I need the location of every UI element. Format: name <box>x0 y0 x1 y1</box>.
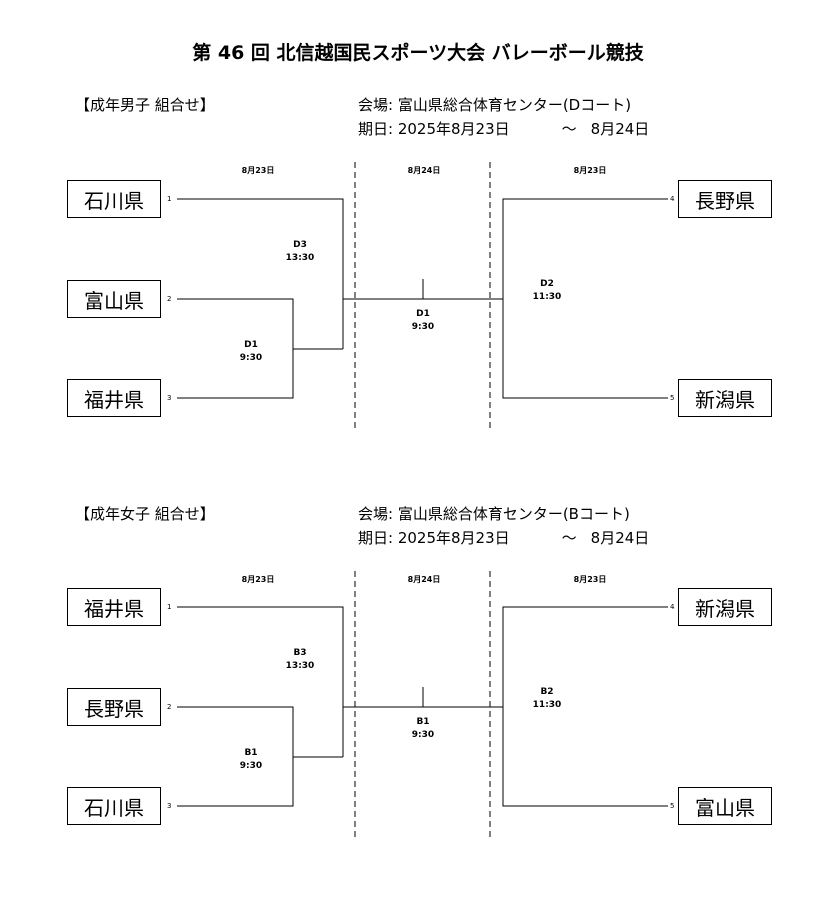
period-end: 8月24日 <box>590 529 650 547</box>
page-title: 第 46 回 北信越国民スポーツ大会 バレーボール競技 <box>192 42 644 64</box>
period-label: 期日: 2025年8月23日 〜 8月24日 <box>358 527 649 548</box>
match-label-first: D1 9:30 <box>231 339 271 365</box>
category-label: 【成年女子 組合せ】 <box>75 505 215 523</box>
bracket-line-team1 <box>177 198 344 349</box>
match-code: B3 <box>293 648 307 658</box>
seed-number: 3 <box>167 802 172 810</box>
period-label: 期日: 2025年8月23日 〜 8月24日 <box>358 118 649 139</box>
match-label-final: D1 9:30 <box>403 308 443 334</box>
bracket-section-women: 【成年女子 組合せ】 会場: 富山県総合体育センター(Bコート) 期日: 202… <box>0 503 836 903</box>
seed-number: 1 <box>167 603 172 611</box>
team-box-4: 長野県 <box>678 180 772 218</box>
seed-number: 4 <box>670 195 675 203</box>
match-label-first: B1 9:30 <box>231 747 271 773</box>
match-code: D3 <box>293 240 307 250</box>
match-label-right: D2 11:30 <box>527 278 567 304</box>
period-end: 8月24日 <box>590 120 650 138</box>
seed-number: 4 <box>670 603 675 611</box>
period-separator: 〜 <box>561 120 577 138</box>
team-box-2: 長野県 <box>67 688 161 726</box>
match-label-semi: D3 13:30 <box>280 239 320 265</box>
bracket-lines <box>177 162 668 432</box>
match-time: 13:30 <box>285 253 315 263</box>
seed-number: 2 <box>167 295 172 303</box>
match-time: 9:30 <box>239 353 263 363</box>
match-label-semi: B3 13:30 <box>280 647 320 673</box>
period-separator: 〜 <box>561 529 577 547</box>
match-code: D2 <box>540 279 554 289</box>
team-box-1: 石川県 <box>67 180 161 218</box>
period-start: 期日: 2025年8月23日 <box>358 529 510 547</box>
seed-number: 5 <box>670 394 675 402</box>
category-label: 【成年男子 組合せ】 <box>75 96 215 114</box>
team-box-5: 新潟県 <box>678 379 772 417</box>
period-start: 期日: 2025年8月23日 <box>358 120 510 138</box>
match-time: 9:30 <box>411 322 435 332</box>
date-header-center: 8月24日 <box>407 166 441 175</box>
match-label-right: B2 11:30 <box>527 686 567 712</box>
team-box-2: 富山県 <box>67 280 161 318</box>
match-time: 9:30 <box>411 730 435 740</box>
team-box-5: 富山県 <box>678 787 772 825</box>
bracket-line-team1 <box>177 606 344 757</box>
match-time: 13:30 <box>285 661 315 671</box>
date-header-left: 8月23日 <box>241 166 275 175</box>
seed-number: 5 <box>670 802 675 810</box>
match-label-final: B1 9:30 <box>403 716 443 742</box>
seed-number: 2 <box>167 703 172 711</box>
venue-label: 会場: 富山県総合体育センター(Dコート) <box>358 96 632 114</box>
bracket-line-right-match <box>502 606 668 807</box>
bracket-section-men: 【成年男子 組合せ】 会場: 富山県総合体育センター(Dコート) 期日: 202… <box>0 94 836 494</box>
team-box-1: 福井県 <box>67 588 161 626</box>
venue-label: 会場: 富山県総合体育センター(Bコート) <box>358 505 630 523</box>
seed-number: 3 <box>167 394 172 402</box>
date-header-left: 8月23日 <box>241 575 275 584</box>
match-time: 11:30 <box>532 700 562 710</box>
seed-number: 1 <box>167 195 172 203</box>
date-header-right: 8月23日 <box>573 575 607 584</box>
match-code: B1 <box>244 748 258 758</box>
team-box-3: 石川県 <box>67 787 161 825</box>
team-box-4: 新潟県 <box>678 588 772 626</box>
team-box-3: 福井県 <box>67 379 161 417</box>
date-header-center: 8月24日 <box>407 575 441 584</box>
bracket-lines <box>177 571 668 841</box>
match-time: 9:30 <box>239 761 263 771</box>
match-time: 11:30 <box>532 292 562 302</box>
date-header-right: 8月23日 <box>573 166 607 175</box>
match-code: D1 <box>416 309 430 319</box>
match-code: D1 <box>244 340 258 350</box>
match-code: B2 <box>540 687 554 697</box>
match-code: B1 <box>416 717 430 727</box>
bracket-line-right-match <box>502 198 668 399</box>
